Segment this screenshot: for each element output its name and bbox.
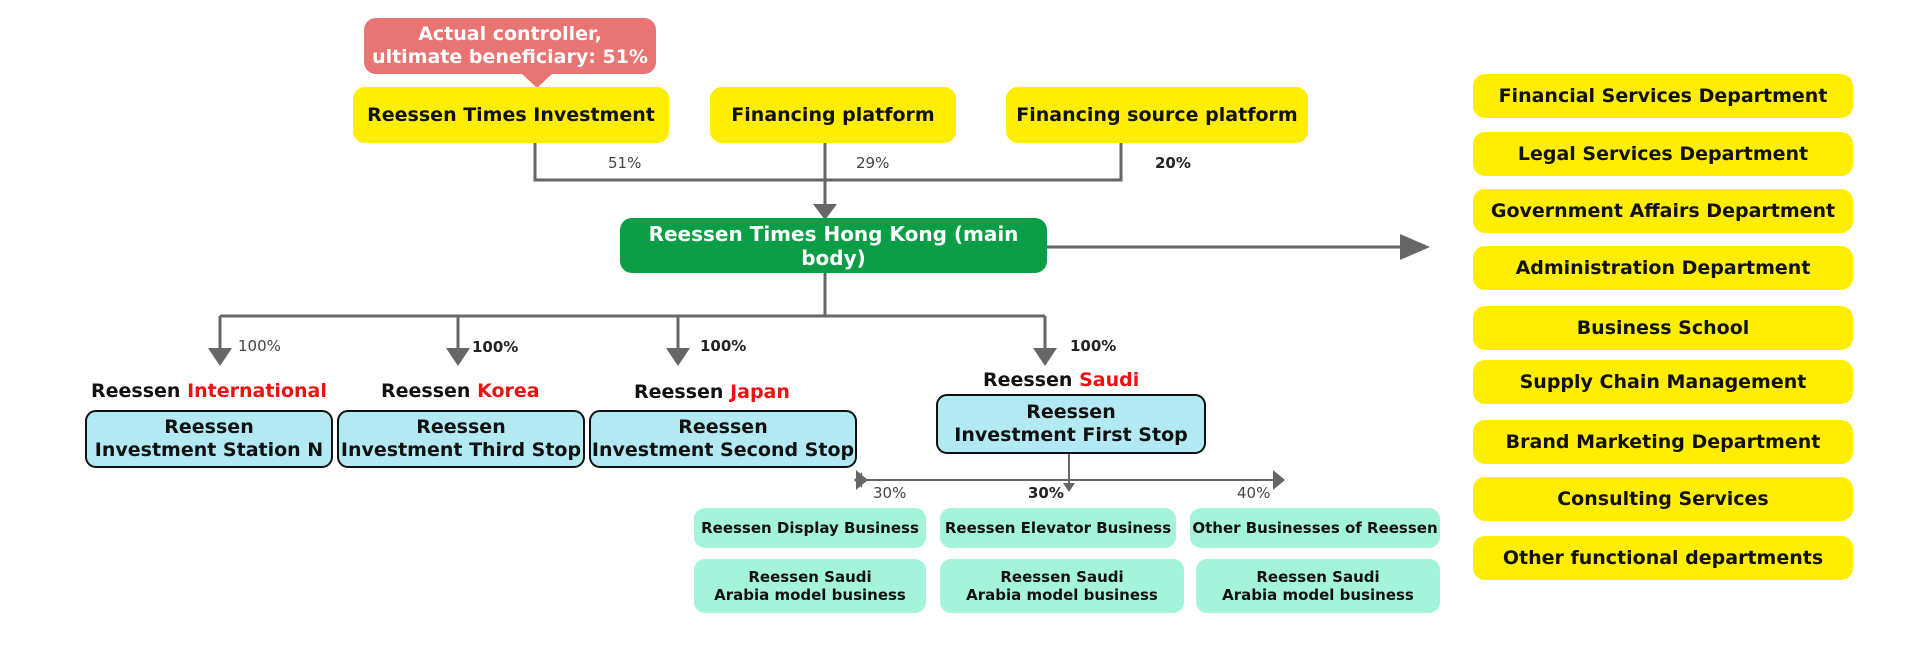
department-label: Financial Services Department bbox=[1498, 84, 1828, 107]
subsidiary-region-korea: Reessen Korea bbox=[381, 380, 540, 402]
subsidiary-box-line-2: Investment First Stop bbox=[954, 424, 1188, 446]
department-legal-services: Legal Services Department bbox=[1473, 132, 1853, 176]
saudi-model-business: Reessen Saudi Arabia model business bbox=[694, 559, 926, 613]
saudi-business-other: Other Businesses of Reessen bbox=[1190, 508, 1440, 548]
shareholder-pct: 51% bbox=[608, 154, 642, 172]
model-line-2: Arabia model business bbox=[966, 586, 1158, 604]
saudi-business-name: Other Businesses of Reessen bbox=[1192, 519, 1438, 537]
shareholder-connector bbox=[533, 142, 1123, 182]
saudi-arrow-left bbox=[856, 470, 868, 490]
subsidiary-arrow bbox=[446, 348, 470, 366]
subsidiary-region-international: Reessen International bbox=[91, 380, 327, 402]
callout-pointer bbox=[520, 72, 554, 88]
subsidiary-pct: 100% bbox=[238, 337, 281, 355]
department-business-school: Business School bbox=[1473, 306, 1853, 350]
shareholder-times-investment: Reessen Times Investment bbox=[353, 87, 669, 143]
subsidiary-region-saudi: Reessen Saudi bbox=[983, 369, 1139, 391]
department-consulting: Consulting Services bbox=[1473, 477, 1853, 521]
model-line-2: Arabia model business bbox=[1222, 586, 1414, 604]
region-prefix: Reessen bbox=[634, 381, 731, 403]
main-body-label: Reessen Times Hong Kong (main body) bbox=[648, 221, 1019, 270]
subsidiary-pct: 100% bbox=[700, 337, 747, 355]
saudi-business-name: Reessen Display Business bbox=[701, 519, 919, 537]
department-label: Government Affairs Department bbox=[1490, 199, 1836, 222]
model-line-1: Reessen Saudi bbox=[1000, 568, 1124, 586]
subsidiary-first-stop: Reessen Investment First Stop bbox=[936, 394, 1206, 454]
saudi-model-business: Reessen Saudi Arabia model business bbox=[940, 559, 1184, 613]
subsidiary-box-line-1: Reessen bbox=[1026, 401, 1116, 424]
department-label: Other functional departments bbox=[1502, 546, 1824, 569]
saudi-business-pct: 30% bbox=[1028, 484, 1064, 502]
region-name: Saudi bbox=[1079, 369, 1140, 391]
model-line-1: Reessen Saudi bbox=[1256, 568, 1380, 586]
model-line-2: Arabia model business bbox=[714, 586, 906, 604]
subsidiary-arrow bbox=[208, 348, 232, 366]
shareholder-label: Reessen Times Investment bbox=[367, 103, 655, 126]
saudi-business-pct: 40% bbox=[1237, 484, 1271, 502]
department-financial-services: Financial Services Department bbox=[1473, 74, 1853, 118]
subsidiary-pct: 100% bbox=[472, 338, 519, 356]
subsidiary-arrow bbox=[666, 348, 690, 366]
department-label: Brand Marketing Department bbox=[1505, 430, 1821, 453]
subsidiary-second-stop: Reessen Investment Second Stop bbox=[589, 410, 857, 468]
region-prefix: Reessen bbox=[381, 380, 478, 402]
subsidiary-third-stop: Reessen Investment Third Stop bbox=[337, 410, 585, 468]
region-prefix: Reessen bbox=[983, 369, 1080, 391]
shareholder-label: Financing platform bbox=[731, 103, 935, 126]
saudi-arrow-right bbox=[1273, 470, 1285, 490]
region-prefix: Reessen bbox=[91, 380, 188, 402]
saudi-arrow-mid bbox=[1063, 483, 1075, 492]
subsidiary-box-line-1: Reessen bbox=[164, 416, 254, 439]
subsidiary-arrow bbox=[1033, 348, 1057, 366]
subsidiary-region-japan: Reessen Japan bbox=[634, 381, 790, 403]
saudi-business-elevator: Reessen Elevator Business bbox=[940, 508, 1176, 548]
region-name: International bbox=[187, 380, 327, 402]
department-administration: Administration Department bbox=[1473, 246, 1853, 290]
department-label: Administration Department bbox=[1515, 256, 1811, 279]
callout-line-1: Actual controller, bbox=[418, 23, 602, 46]
saudi-business-display: Reessen Display Business bbox=[694, 508, 926, 548]
shareholder-label: Financing source platform bbox=[1016, 103, 1298, 126]
department-other-functional: Other functional departments bbox=[1473, 536, 1853, 580]
department-supply-chain: Supply Chain Management bbox=[1473, 360, 1853, 404]
department-label: Supply Chain Management bbox=[1519, 370, 1807, 393]
main-body-node: Reessen Times Hong Kong (main body) bbox=[620, 218, 1047, 273]
subsidiary-box-line-2: Investment Station N bbox=[94, 439, 324, 461]
saudi-business-pct: 30% bbox=[873, 484, 907, 502]
model-line-1: Reessen Saudi bbox=[748, 568, 872, 586]
shareholder-pct: 20% bbox=[1155, 154, 1191, 172]
department-label: Legal Services Department bbox=[1517, 142, 1809, 165]
subsidiary-box-line-1: Reessen bbox=[678, 416, 768, 439]
subsidiary-box-line-2: Investment Second Stop bbox=[591, 439, 855, 461]
subsidiary-pct: 100% bbox=[1070, 337, 1117, 355]
controller-callout: Actual controller, ultimate beneficiary:… bbox=[364, 18, 656, 74]
shareholder-pct: 29% bbox=[856, 154, 890, 172]
department-label: Business School bbox=[1576, 316, 1750, 339]
subsidiary-box-line-1: Reessen bbox=[416, 416, 506, 439]
department-brand-marketing: Brand Marketing Department bbox=[1473, 420, 1853, 464]
region-name: Korea bbox=[477, 380, 540, 402]
subsidiary-box-line-2: Investment Third Stop bbox=[340, 439, 582, 461]
saudi-business-name: Reessen Elevator Business bbox=[944, 519, 1172, 537]
subsidiary-station-n: Reessen Investment Station N bbox=[85, 410, 333, 468]
region-name: Japan bbox=[730, 381, 790, 403]
shareholder-financing-platform: Financing platform bbox=[710, 87, 956, 143]
saudi-model-business: Reessen Saudi Arabia model business bbox=[1196, 559, 1440, 613]
department-government-affairs: Government Affairs Department bbox=[1473, 189, 1853, 233]
department-label: Consulting Services bbox=[1557, 487, 1769, 510]
callout-line-2: ultimate beneficiary: 51% bbox=[372, 46, 648, 68]
shareholder-financing-source: Financing source platform bbox=[1006, 87, 1308, 143]
